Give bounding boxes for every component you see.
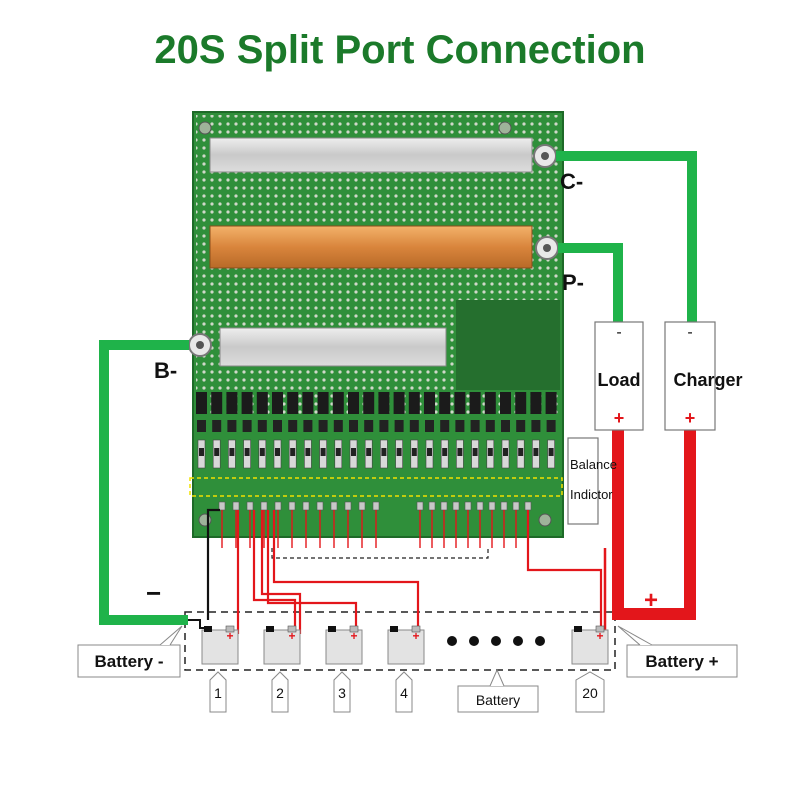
cell-number-tag: 3 — [333, 671, 351, 713]
cell-number-4: 4 — [400, 685, 408, 701]
cell-number-tag: 20 — [575, 671, 605, 713]
charger-negative-wire — [556, 151, 697, 322]
cell-plus-sign: + — [350, 629, 357, 643]
load-negative-wire — [558, 243, 623, 322]
balance-indicator-box: Balance Indictor — [567, 437, 617, 525]
cell-number-1: 1 — [214, 685, 222, 701]
battery-negative-wire — [99, 340, 189, 625]
b-minus-label: B- — [154, 358, 177, 383]
battery-plus-label: Battery + — [645, 652, 718, 671]
cell-number-3: 3 — [338, 685, 346, 701]
battery-cell-4: + — [387, 625, 425, 665]
cell-number-20: 20 — [582, 685, 598, 701]
cell-plus-sign: + — [412, 629, 419, 643]
cell-number-tags: 1 2 3 4 20 — [209, 671, 605, 713]
battery-cells: + + + + + — [201, 625, 609, 665]
battery-group-label: Battery — [476, 692, 520, 708]
more-cells-dots — [447, 636, 545, 646]
charger-plus-sign: + — [685, 408, 696, 428]
p-minus-busbar — [209, 225, 533, 269]
battery-cell-2: + — [263, 625, 301, 665]
balance-wire-3 — [266, 510, 358, 634]
battery-minus-callout: Battery - — [77, 625, 183, 678]
bms-board — [188, 111, 564, 548]
charger-box: - Charger + — [664, 321, 743, 431]
positive-wire-sign: + — [644, 587, 658, 614]
balance-label: Balance — [570, 457, 617, 472]
balance-wire-0 — [206, 508, 220, 620]
cell-number-tag: 1 — [209, 671, 227, 713]
charger-minus-sign: - — [687, 324, 692, 341]
control-circuit — [456, 300, 560, 390]
load-plus-sign: + — [614, 408, 625, 428]
battery-group-callout: Battery — [457, 668, 539, 713]
b-minus-busbar — [219, 327, 447, 367]
cell-plus-sign: + — [226, 629, 233, 643]
negative-wire-sign: − — [146, 578, 161, 608]
c-minus-busbar — [209, 137, 533, 173]
cell-number-2: 2 — [276, 685, 284, 701]
p-minus-label: P- — [562, 270, 584, 295]
load-label: Load — [598, 370, 641, 390]
battery-cell-3: + — [325, 625, 363, 665]
balance-wire-2 — [252, 510, 297, 634]
cell-plus-sign: + — [288, 629, 295, 643]
battery-cell-1: + — [201, 625, 239, 665]
balance-wire-4 — [272, 510, 420, 634]
battery-plus-callout: Battery + — [617, 625, 738, 678]
charger-label: Charger — [673, 370, 742, 390]
charger-positive-wire — [612, 430, 696, 620]
load-box: - Load + — [594, 321, 644, 431]
mosfet-array — [196, 392, 557, 469]
indicator-label: Indictor — [570, 487, 613, 502]
diagram-title: 20S Split Port Connection — [154, 28, 646, 72]
battery-cell-20: + — [571, 625, 609, 665]
c-minus-label: C- — [560, 169, 583, 194]
cell-plus-sign: + — [596, 629, 603, 643]
battery-pack-outline — [184, 611, 616, 671]
cell-number-tag: 2 — [271, 671, 289, 713]
balance-wire-20 — [526, 510, 603, 634]
battery-minus-label: Battery - — [95, 652, 164, 671]
balance-led-row — [189, 477, 563, 497]
load-minus-sign: - — [616, 324, 621, 341]
cell-number-tag: 4 — [395, 671, 413, 713]
